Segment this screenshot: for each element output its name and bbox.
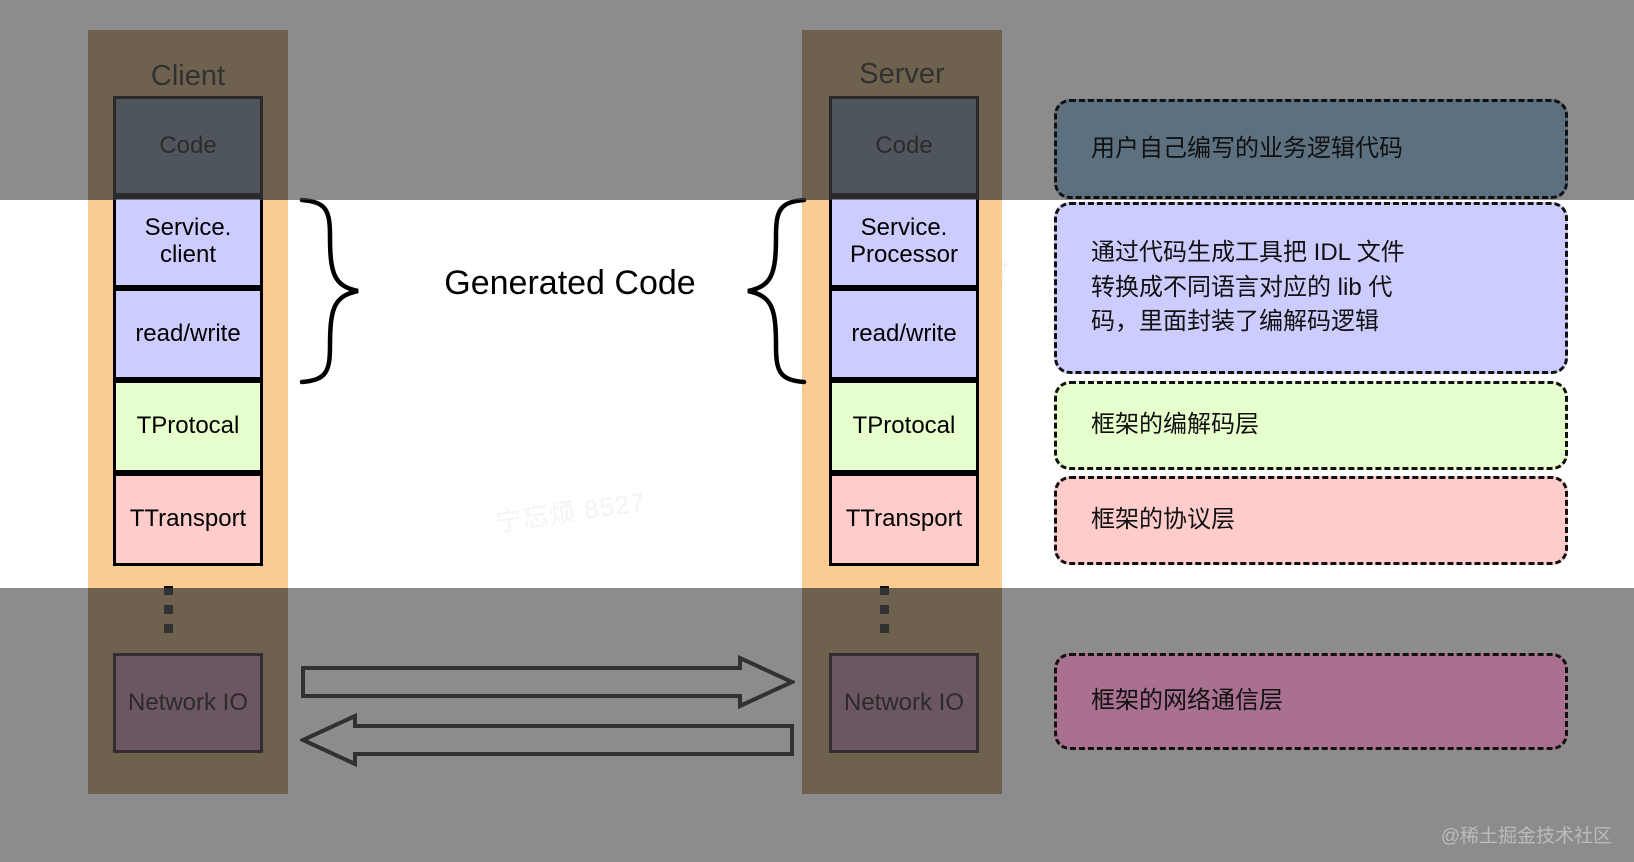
client-layer-readwrite[interactable]: read/write: [113, 288, 263, 380]
server-layer-readwrite[interactable]: read/write: [829, 288, 979, 380]
client-layer-readwrite-label: read/write: [135, 319, 241, 347]
client-column: Client Code Service.client read/write TP…: [88, 30, 288, 794]
note-network[interactable]: 框架的网络通信层: [1054, 653, 1568, 750]
client-layer-service-label: Service.client: [144, 214, 232, 268]
note-code-text: 用户自己编写的业务逻辑代码: [1091, 134, 1403, 162]
server-column: Server Code Service.Processor read/write…: [802, 30, 1002, 794]
left-curly-brace-icon: [299, 197, 359, 385]
note-protocol[interactable]: 框架的编解码层: [1054, 381, 1568, 470]
server-layer-tprotocal[interactable]: TProtocal: [829, 380, 979, 473]
client-layer-tprotocal[interactable]: TProtocal: [113, 380, 263, 473]
server-layer-service[interactable]: Service.Processor: [829, 196, 979, 288]
note-network-text: 框架的网络通信层: [1091, 687, 1283, 715]
note-generated-code[interactable]: 通过代码生成工具把 IDL 文件 转换成不同语言对应的 lib 代 码，里面封装…: [1054, 202, 1568, 374]
note-transport-text: 框架的协议层: [1091, 506, 1235, 534]
server-layer-ttransport-label: TTransport: [845, 505, 963, 533]
client-layer-service[interactable]: Service.client: [113, 196, 263, 288]
server-layer-network-io-label: Network IO: [843, 688, 965, 716]
server-layer-service-label: Service.Processor: [849, 214, 959, 268]
server-layer-code[interactable]: Code: [829, 96, 979, 196]
server-layer-network-io[interactable]: Network IO: [829, 653, 979, 753]
client-layer-ttransport-label: TTransport: [129, 505, 247, 533]
server-vertical-ellipsis-icon: [880, 586, 890, 643]
right-curly-brace-icon: [747, 197, 807, 385]
server-title: Server: [859, 58, 945, 90]
site-watermark: @稀土掘金技术社区: [1440, 826, 1612, 847]
generated-code-label: Generated Code: [444, 264, 696, 302]
client-layer-tprotocal-label: TProtocal: [136, 412, 240, 440]
request-arrow-right-icon: [301, 655, 795, 710]
client-title: Client: [150, 60, 226, 92]
note-protocol-text: 框架的编解码层: [1091, 411, 1259, 439]
server-layer-tprotocal-label: TProtocal: [852, 412, 956, 440]
client-vertical-ellipsis-icon: [164, 586, 174, 643]
server-layer-readwrite-label: read/write: [851, 319, 957, 347]
client-layer-code-label: Code: [159, 131, 217, 159]
client-layer-network-io[interactable]: Network IO: [113, 653, 263, 753]
client-layer-network-io-label: Network IO: [127, 688, 249, 716]
note-code[interactable]: 用户自己编写的业务逻辑代码: [1054, 99, 1568, 199]
note-transport[interactable]: 框架的协议层: [1054, 476, 1568, 565]
response-arrow-left-icon: [300, 713, 794, 768]
server-layer-ttransport[interactable]: TTransport: [829, 473, 979, 566]
client-layer-code[interactable]: Code: [113, 96, 263, 196]
client-layer-ttransport[interactable]: TTransport: [113, 473, 263, 566]
note-generated-code-text: 通过代码生成工具把 IDL 文件 转换成不同语言对应的 lib 代 码，里面封装…: [1091, 238, 1405, 336]
server-layer-code-label: Code: [875, 131, 933, 159]
